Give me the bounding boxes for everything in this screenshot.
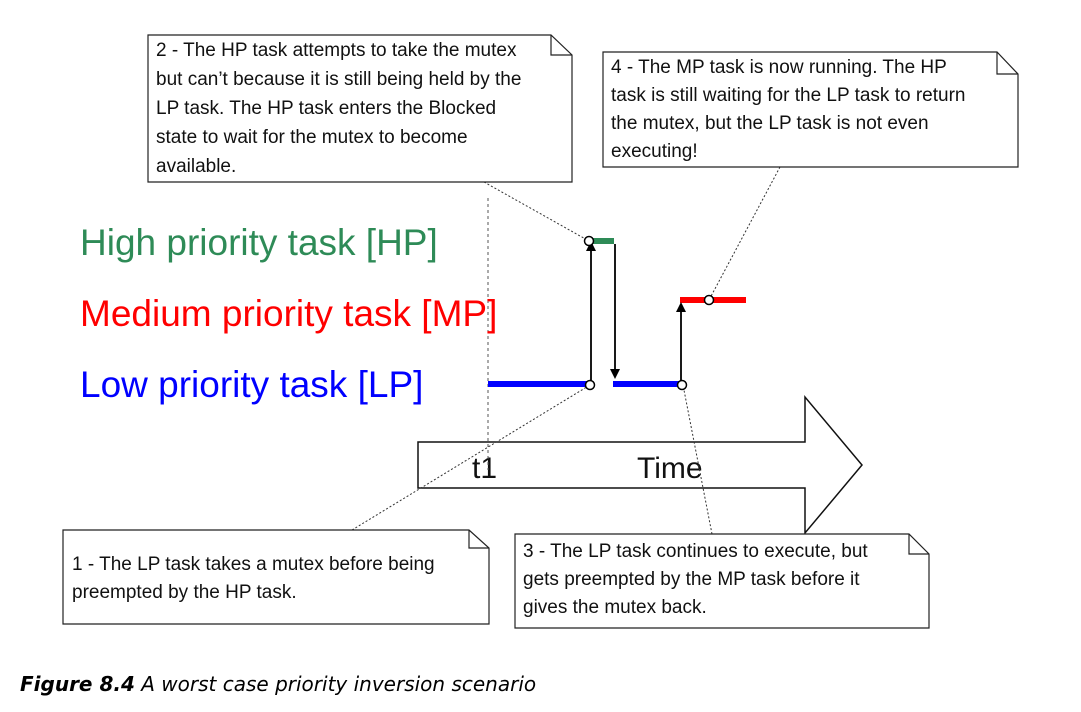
hp-task-label: High priority task [HP]	[80, 222, 438, 263]
callout-line: available.	[156, 156, 236, 177]
callout-line: preempted by the HP task.	[72, 582, 297, 603]
callout-1-fold	[468, 530, 489, 549]
callout-1-pointer	[351, 384, 591, 531]
callout-4-pointer	[708, 166, 781, 301]
callout-line: state to wait for the mutex to become	[156, 127, 468, 148]
callout-line: but can’t because it is still being held…	[156, 69, 521, 90]
time-marker-label: t1	[472, 452, 497, 485]
mp-point	[703, 294, 715, 306]
callout-2-text: 2 - The HP task attempts to take the mut…	[156, 40, 521, 177]
callout-2-pointer	[483, 181, 590, 242]
callout-4: 4 - The MP task is now running. The HP ta…	[602, 51, 1019, 168]
hp-start-point	[583, 235, 595, 247]
callout-line: task is still waiting for the LP task to…	[611, 85, 965, 106]
callout-4-fold	[996, 52, 1018, 75]
time-axis-label: Time	[637, 452, 703, 485]
callout-3-fold	[908, 534, 929, 555]
callout-3: 3 - The LP task continues to execute, bu…	[514, 533, 930, 629]
callout-line: executing!	[611, 141, 698, 162]
callout-3-text: 3 - The LP task continues to execute, bu…	[523, 541, 868, 618]
callout-line: 3 - The LP task continues to execute, bu…	[523, 541, 868, 562]
callout-1-text: 1 - The LP task takes a mutex before bei…	[72, 554, 435, 603]
time-arrow	[417, 394, 863, 536]
callout-3-pointer	[682, 384, 713, 535]
callout-1-box	[62, 529, 490, 625]
lp-task-label: Low priority task [LP]	[80, 364, 423, 405]
callout-3-box	[514, 533, 930, 629]
callout-2-fold	[550, 35, 572, 56]
callout-line: gets preempted by the MP task before it	[523, 569, 860, 590]
callout-line: 1 - The LP task takes a mutex before bei…	[72, 554, 435, 575]
callout-2: 2 - The HP task attempts to take the mut…	[147, 34, 573, 183]
callout-line: the mutex, but the LP task is not even	[611, 113, 929, 134]
mp-task-label: Medium priority task [MP]	[80, 293, 497, 334]
callout-line: 2 - The HP task attempts to take the mut…	[156, 40, 517, 61]
callout-4-box	[602, 51, 1019, 168]
lp-end-point	[676, 379, 688, 391]
lp-preempt-point	[584, 379, 596, 391]
callout-1: 1 - The LP task takes a mutex before bei…	[62, 529, 490, 625]
callout-2-box	[147, 34, 573, 183]
callout-line: gives the mutex back.	[523, 597, 707, 618]
figure-number: Figure 8.4	[20, 672, 135, 696]
callout-line: LP task. The HP task enters the Blocked	[156, 98, 496, 119]
figure-caption: Figure 8.4 A worst case priority inversi…	[20, 672, 536, 696]
callout-line: 4 - The MP task is now running. The HP	[611, 57, 947, 78]
callout-4-text: 4 - The MP task is now running. The HP ta…	[611, 57, 965, 162]
figure-caption-text: A worst case priority inversion scenario	[141, 672, 537, 696]
